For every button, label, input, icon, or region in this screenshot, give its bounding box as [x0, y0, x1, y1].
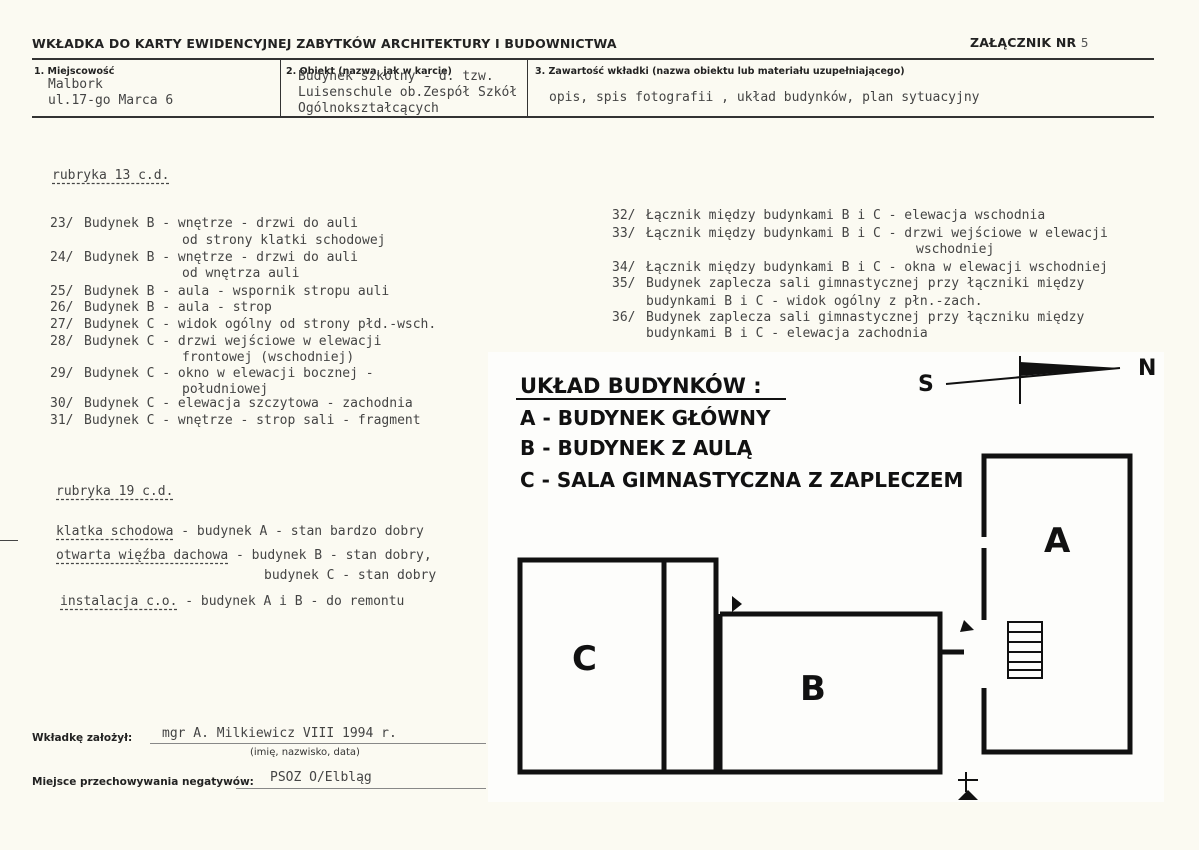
negatives-label: Miejsce przechowywania negatywów: [32, 776, 254, 788]
margin-tick [0, 540, 18, 541]
photo-entry-text: Budynek zaplecza sali gimnastycznej przy… [646, 310, 1085, 325]
condition-line-4: instalacja c.o. - budynek A i B - do rem… [60, 594, 404, 609]
condition-item-roof: otwarta więźba dachowa [56, 548, 229, 563]
building-a-outline [981, 453, 1133, 755]
field3-value: opis, spis fotografii , układ budynków, … [549, 90, 980, 105]
floor-plan-drawing: A B C [517, 356, 1133, 800]
stairs-icon [1007, 621, 1043, 679]
photo-entry-text: Budynek C - elewacja szczytowa - zachodn… [84, 396, 413, 411]
page-title: WKŁADKA DO KARTY EWIDENCYJNEJ ZABYTKÓW A… [32, 36, 617, 51]
photo-entry-text: frontowej (wschodniej) [182, 350, 355, 365]
building-c-outline [517, 557, 719, 775]
photo-entry-number: 34/ [612, 260, 636, 275]
header-rule [32, 58, 1154, 60]
field1-line1: Malbork [48, 77, 103, 92]
compass-arrow-icon [945, 356, 1121, 404]
building-b-outline [717, 611, 964, 775]
compass-north: N [1138, 356, 1157, 381]
plan-title: UKŁAD BUDYNKÓW : [520, 374, 762, 398]
photo-entry-text: Łącznik między budynkami B i C - drzwi w… [646, 226, 1108, 241]
photo-entry-text: Budynek B - aula - strop [84, 300, 272, 315]
entrance-markers [732, 596, 978, 800]
photo-entry-number: 35/ [612, 276, 636, 291]
photo-entry-number: 28/ [50, 334, 74, 349]
made-by-value: mgr A. Milkiewicz VIII 1994 r. [162, 726, 397, 741]
photo-entry-text: Budynek C - drzwi wejściowe w elewacji [84, 334, 382, 349]
field1-label: 1. Miejscowość [34, 66, 115, 77]
rubryka13-heading: rubryka 13 c.d. [52, 168, 170, 183]
photo-entry-text: Budynek C - okno w elewacji bocznej - [84, 366, 374, 381]
legend-c: C - SALA GIMNASTYCZNA Z ZAPLECZEM [520, 468, 964, 492]
photo-entry-text: wschodniej [916, 242, 995, 257]
field3-label: 3. Zawartość wkładki (nazwa obiektu lub … [535, 66, 905, 77]
photo-entry-number: 31/ [50, 413, 74, 428]
photo-entry-text: od wnętrza auli [182, 266, 300, 281]
field-divider-1 [280, 60, 281, 116]
compass-south: S [918, 372, 934, 397]
condition-status-1: - budynek A - stan bardzo dobry [173, 524, 424, 539]
photo-entry-text: Budynek B - wnętrze - drzwi do auli [84, 216, 358, 231]
photo-entry-text: Łącznik między budynkami B i C - okna w … [646, 260, 1108, 275]
photo-entry-text: Budynek C - widok ogólny od strony płd.-… [84, 317, 437, 332]
photo-entry-number: 27/ [50, 317, 74, 332]
photo-entry-number: 33/ [612, 226, 636, 241]
negatives-value: PSOZ O/Elbląg [270, 770, 372, 785]
photo-entry-number: 24/ [50, 250, 74, 265]
field1-line2: ul.17-go Marca 6 [48, 93, 174, 108]
photo-entry-number: 25/ [50, 284, 74, 299]
fields-bottom-rule [32, 116, 1154, 118]
photo-entry-number: 29/ [50, 366, 74, 381]
annex-number: 5 [1080, 35, 1089, 50]
condition-status-4: - budynek A i B - do remontu [177, 594, 405, 609]
photo-entry-number: 30/ [50, 396, 74, 411]
condition-item-stairs: klatka schodowa [56, 524, 174, 539]
annex-label: ZAŁĄCZNIK NR 5 [970, 35, 1089, 50]
building-layout-sketch: UKŁAD BUDYNKÓW : A - BUDYNEK GŁÓWNY B - … [488, 352, 1164, 802]
made-by-hint: (imię, nazwisko, data) [250, 747, 360, 758]
legend-a: A - BUDYNEK GŁÓWNY [520, 406, 771, 430]
field2-line3: Ogólnokształcących [298, 101, 439, 116]
photo-entry-text: od strony klatki schodowej [182, 233, 386, 248]
field-divider-2 [527, 60, 528, 116]
photo-entry-text: budynkami B i C - widok ogólny z płn.-za… [646, 294, 983, 309]
label-a: A [1044, 521, 1071, 561]
legend-b: B - BUDYNEK Z AULĄ [520, 436, 753, 460]
condition-line-1: klatka schodowa - budynek A - stan bardz… [56, 524, 424, 539]
made-by-line [150, 743, 486, 744]
field2-line1: Budynek szkolny - d. tzw. [298, 69, 494, 84]
label-c: C [572, 639, 597, 679]
rubryka19-heading: rubryka 19 c.d. [56, 484, 174, 499]
photo-entry-number: 32/ [612, 208, 636, 223]
photo-entry-text: Budynek B - aula - wspornik stropu auli [84, 284, 390, 299]
condition-status-2: - budynek B - stan dobry, [228, 548, 432, 563]
annex-label-text: ZAŁĄCZNIK NR [970, 35, 1077, 50]
field2-line2: Luisenschule ob.Zespół Szkół [298, 85, 518, 100]
condition-item-heating: instalacja c.o. [60, 594, 178, 609]
photo-entry-text: Budynek B - wnętrze - drzwi do auli [84, 250, 358, 265]
condition-line-2: otwarta więźba dachowa - budynek B - sta… [56, 548, 432, 563]
photo-entry-text: Łącznik między budynkami B i C - elewacj… [646, 208, 1046, 223]
photo-entry-text: Budynek C - wnętrze - strop sali - fragm… [84, 413, 421, 428]
field2-label: 2. Obiekt (nazwa, jak w karcie) [286, 66, 452, 77]
made-by-label: Wkładkę założył: [32, 732, 133, 744]
photo-entry-text: południowej [182, 382, 269, 397]
photo-entry-number: 23/ [50, 216, 74, 231]
condition-line-3: budynek C - stan dobry [264, 568, 437, 583]
photo-entry-number: 36/ [612, 310, 636, 325]
label-b: B [800, 669, 826, 709]
photo-entry-number: 26/ [50, 300, 74, 315]
photo-entry-text: budynkami B i C - elewacja zachodnia [646, 326, 928, 341]
negatives-line [236, 788, 486, 789]
photo-entry-text: Budynek zaplecza sali gimnastycznej przy… [646, 276, 1085, 291]
plan-title-underline [516, 398, 786, 400]
